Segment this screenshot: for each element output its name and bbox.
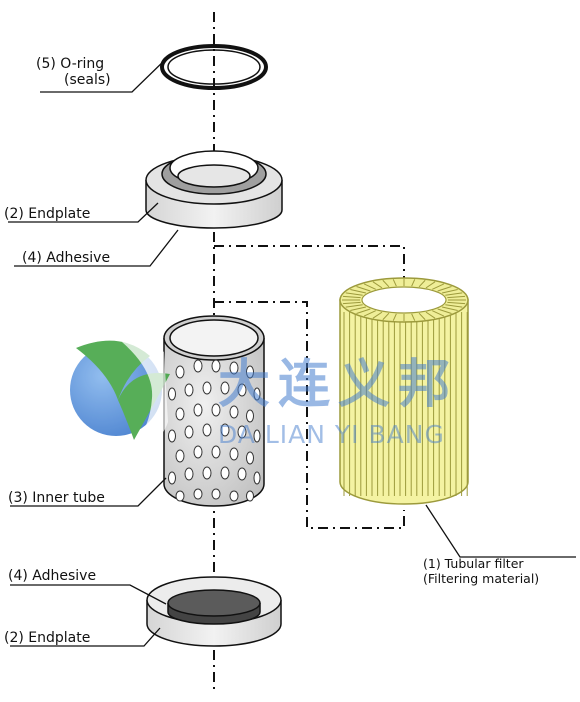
label-adhesive-bottom: (4) Adhesive: [8, 568, 97, 584]
filter-top-pleat: [437, 308, 452, 314]
tubular-filter-part: [339, 277, 469, 505]
label-oring-line2: (seals): [64, 72, 111, 88]
filter-top-pleat: [372, 311, 383, 319]
watermark-chinese: 大连义邦: [218, 354, 459, 415]
filter-top-pleat: [356, 308, 371, 314]
filter-top-pleat: [345, 292, 363, 296]
filter-top-pleat: [432, 283, 445, 290]
filter-top-pleat: [441, 306, 458, 311]
filter-top-pleat: [418, 312, 426, 321]
perforation-holes: [168, 359, 261, 502]
label-endplate-bottom: (2) Endplate: [4, 630, 91, 646]
filter-top-pleat: [382, 312, 390, 321]
filter-top-pleat: [392, 279, 397, 287]
filter-top-pleat: [342, 295, 361, 299]
label-tubular-filter-line1: (1) Tubular filter: [423, 556, 524, 571]
filter-top-pleat: [411, 279, 416, 287]
filter-top-pleat: [441, 289, 458, 294]
filter-top-pleat: [411, 313, 416, 321]
filter-top-pleat: [350, 306, 367, 311]
filter-top-pleat: [437, 286, 452, 292]
label-endplate-top: (2) Endplate: [4, 206, 91, 222]
o-ring-part: [160, 44, 268, 90]
filter-top-pleat: [356, 286, 371, 292]
filter-top-pleat: [445, 304, 463, 308]
filter-top-pleat: [342, 301, 361, 305]
filter-top-pleat: [382, 279, 390, 288]
label-adhesive-top: (4) Adhesive: [22, 250, 111, 266]
filter-top-pleat: [363, 283, 376, 290]
filter-top-pleat: [447, 295, 466, 299]
watermark-english: DA LIAN YI BANG: [218, 420, 445, 449]
label-oring: (5) O-ring (seals): [36, 56, 111, 88]
endplate-top-part: [145, 150, 283, 229]
filter-top-pleat: [432, 310, 445, 317]
filter-top-pleat: [372, 281, 383, 289]
filter-top-pleat: [447, 301, 466, 305]
leader-lines: [8, 56, 576, 647]
filter-top-pleat: [425, 311, 436, 319]
label-inner-tube: (3) Inner tube: [8, 490, 105, 506]
endplate-bottom-part: [146, 576, 282, 647]
label-tubular-filter-line2: (Filtering material): [423, 571, 540, 586]
label-tubular-filter: (1) Tubular filter (Filtering material): [423, 556, 539, 586]
filter-top-pleat: [392, 313, 397, 321]
label-oring-line1: (5) O-ring: [36, 56, 105, 72]
filter-top-pleat: [350, 289, 367, 294]
filter-top-ring: [339, 277, 469, 323]
filter-pleats: [343, 312, 468, 496]
inner-tube-part: [163, 315, 265, 507]
filter-top-pleat: [418, 279, 426, 288]
filter-top-pleat: [345, 304, 363, 308]
dalian-yibang-logo: [70, 340, 170, 448]
filter-top-pleat: [363, 310, 376, 317]
filter-top-pleat: [445, 292, 463, 296]
filter-top-pleat: [425, 281, 436, 289]
